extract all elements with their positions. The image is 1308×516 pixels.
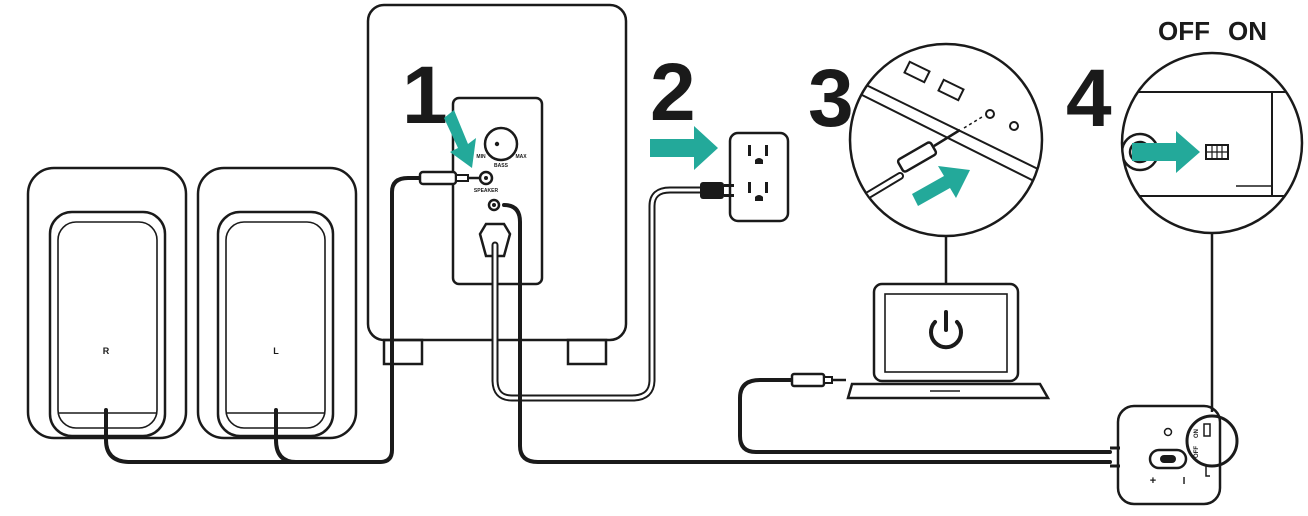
step-4-arrow [1132, 131, 1200, 173]
control-pod: + I OFF ON [1110, 404, 1239, 506]
power-outlet [700, 131, 790, 223]
speaker-right-label: R [103, 346, 110, 356]
laptop-audio-cable [738, 378, 1112, 454]
step-4-label: 4 [1066, 53, 1112, 144]
on-label-top: ON [1228, 16, 1267, 46]
power-cable [491, 186, 704, 402]
step-1-arrow [444, 110, 476, 168]
power-port [478, 222, 512, 258]
step-1-label: 1 [402, 50, 448, 141]
power-icon [929, 310, 963, 350]
off-label-top: OFF [1158, 16, 1210, 46]
pod-off-label: OFF [1194, 446, 1200, 458]
bass-label: BASS [494, 163, 509, 169]
zoom-power-switch [1120, 51, 1304, 235]
speaker-jack-label: SPEAKER [474, 188, 499, 194]
speaker-right: R [26, 166, 188, 440]
bass-knob [483, 126, 519, 162]
pod-plus-label: + [1150, 475, 1156, 487]
laptop [846, 282, 1051, 400]
bass-min-label: MIN [476, 154, 486, 160]
audio-plug [790, 372, 846, 388]
bass-max-label: MAX [515, 154, 527, 160]
speaker-left-label: L [273, 346, 279, 356]
control-pod-cable [502, 203, 1112, 464]
step-2-arrow [650, 126, 718, 170]
pod-minus-label: I [1183, 476, 1186, 487]
zoom-laptop-port [848, 42, 1044, 238]
step-2-label: 2 [650, 47, 696, 138]
step-3-label: 3 [808, 53, 854, 144]
speaker-left: L [196, 166, 358, 440]
pod-on-label: ON [1194, 429, 1200, 438]
step-3-arrow [912, 166, 970, 206]
power-switch-highlight [1185, 414, 1239, 468]
speaker-cable [104, 176, 422, 464]
